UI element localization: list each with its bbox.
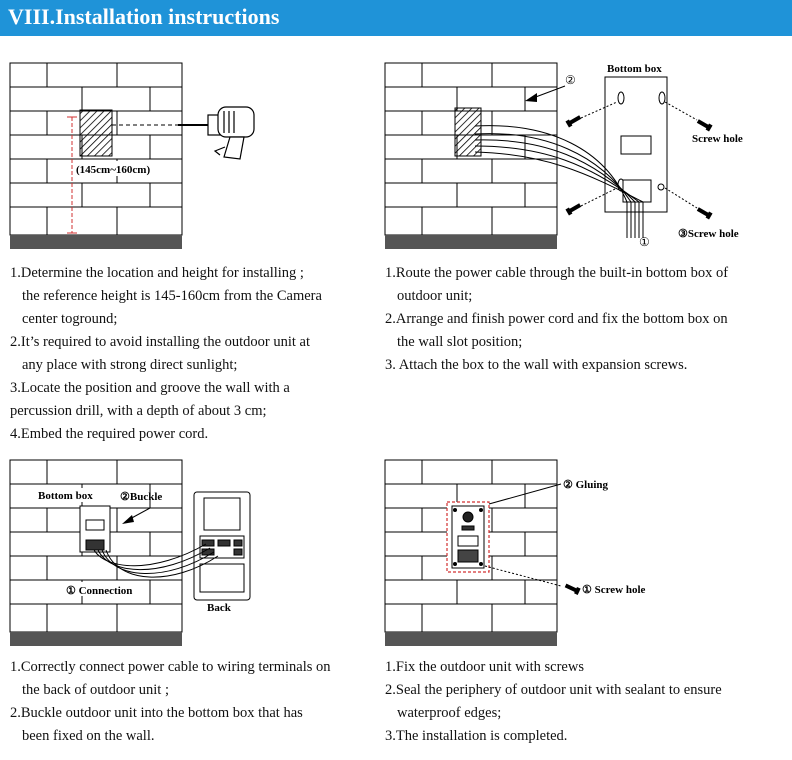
step-line: 2.Buckle outdoor unit into the bottom bo… <box>10 705 303 721</box>
step-line: 2.Arrange and finish power cord and fix … <box>385 311 728 327</box>
connection-cables <box>93 543 219 578</box>
bottom-box <box>604 76 668 213</box>
step-line: the reference height is 145-160cm from t… <box>22 288 322 304</box>
back-label: Back <box>207 602 232 614</box>
sealing-illustration: ② Gluing ① Screw hole <box>384 459 785 650</box>
height-label: (145cm~160cm) <box>76 164 150 176</box>
step-line: 1.Determine the location and height for … <box>10 265 304 281</box>
screws <box>565 115 713 220</box>
step-line: 2.Seal the periphery of outdoor unit wit… <box>385 682 722 698</box>
step-line: the wall slot position; <box>397 334 523 350</box>
bottom-box-illustration: Bottom box ② Screw hole ③Screw hole ① <box>384 60 785 250</box>
steps-3: 1.Correctly connect power cable to wirin… <box>10 656 331 748</box>
step-line: center toground; <box>22 311 118 327</box>
gluing-label: ② Gluing <box>563 479 609 491</box>
power-cables <box>474 125 644 238</box>
step-line: 1.Route the power cable through the buil… <box>385 265 729 281</box>
drilling-illustration: (145cm~160cm) <box>9 62 260 249</box>
step-line: 4.Embed the required power cord. <box>10 426 209 442</box>
step-line: 3.Locate the position and groove the wal… <box>10 380 290 396</box>
wall-base <box>10 235 182 249</box>
number-2-label: ② <box>565 73 576 87</box>
header-underline <box>0 34 792 36</box>
bottom-box-label: Bottom box <box>38 490 93 502</box>
step-line: 1.Fix the outdoor unit with screws <box>385 659 584 675</box>
steps-2: 1.Route the power cable through the buil… <box>385 262 728 377</box>
wall-base <box>10 632 182 646</box>
bottom-box <box>79 505 111 553</box>
step-line: 1.Correctly connect power cable to wirin… <box>10 659 331 675</box>
wall-base <box>385 632 557 646</box>
screw-hole-top-label: Screw hole <box>692 133 743 145</box>
wall-groove <box>454 107 482 157</box>
height-dimension <box>67 116 77 234</box>
step-line: 3. Attach the box to the wall with expan… <box>385 357 688 373</box>
step-line: percussion drill, with a depth of about … <box>10 403 267 419</box>
outdoor-unit <box>451 505 485 569</box>
step-line: outdoor unit; <box>397 288 473 304</box>
screw-icon <box>564 583 581 595</box>
steps-1: 1.Determine the location and height for … <box>10 262 322 446</box>
step-line: the back of outdoor unit ; <box>22 682 169 698</box>
number-1-label: ① <box>639 235 650 249</box>
connection-illustration: Bottom box ②Buckle ① Connection <box>9 459 260 650</box>
wall-groove <box>79 109 113 157</box>
connection-label: ① Connection <box>66 585 132 597</box>
page-title: VIII.Installation instructions <box>8 4 280 29</box>
wall-base <box>385 235 557 249</box>
header-bar <box>0 0 792 34</box>
bottom-box-label: Bottom box <box>607 63 662 75</box>
section-header: VIII.Installation instructions <box>0 0 792 36</box>
step-line: been fixed on the wall. <box>22 728 155 744</box>
steps-4: 1.Fix the outdoor unit with screws 2.Sea… <box>385 656 722 748</box>
step-line: any place with strong direct sunlight; <box>22 357 238 373</box>
buckle-label: ②Buckle <box>120 491 162 503</box>
drill-icon <box>178 106 255 160</box>
screw-hole-label: ① Screw hole <box>582 584 646 596</box>
step-line: 2.It’s required to avoid installing the … <box>10 334 311 350</box>
brick-wall <box>9 62 183 236</box>
step-line: 3.The installation is completed. <box>385 728 568 744</box>
step-line: waterproof edges; <box>397 705 502 721</box>
screw-hole-bottom-label: ③Screw hole <box>678 228 739 240</box>
